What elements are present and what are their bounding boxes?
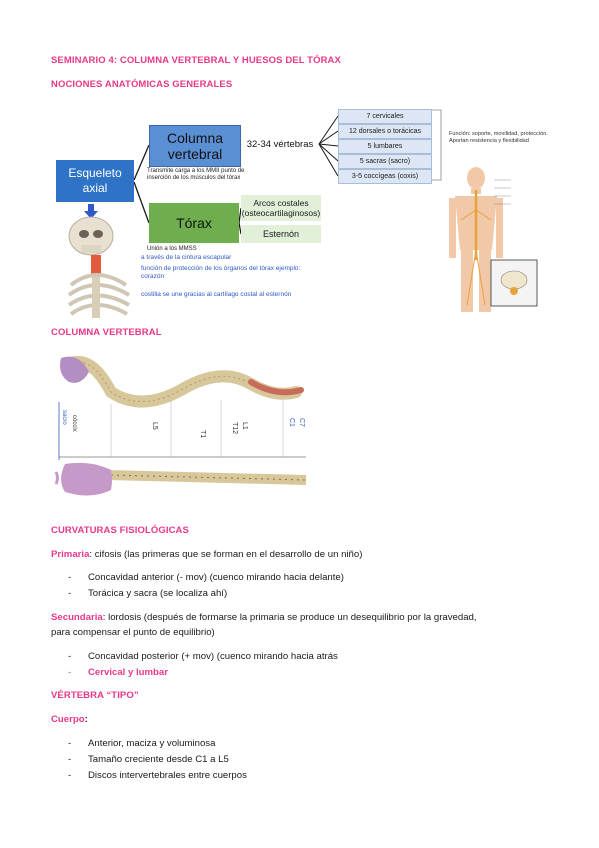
spine-label: C1 [288,418,295,427]
columna-note: Transmite carga a los MMII punto de inse… [147,168,245,181]
spine-label: T1 [199,430,206,439]
vertebra-count-item: 12 dorsales o torácicas [338,124,432,139]
box-columna-vertebral: Columna vertebral [149,125,241,167]
seminar-title: SEMINARIO 4: COLUMNA VERTEBRAL Y HUESOS … [51,55,341,66]
section-columna: COLUMNA VERTEBRAL [51,327,162,338]
section-vertebra-tipo: VÉRTEBRA “TIPO” [51,690,139,701]
box-esternon: Esternón [241,225,321,243]
spine-label: C7 [298,418,305,427]
union-note: Unión a los MMSS [147,246,197,252]
concept-diagram: Esqueleto axial Columna vertebral Tórax … [51,100,551,318]
list-item-highlight: Cervical y lumbar [88,667,168,678]
primaria-line: Primaria: cifosis (las primeras que se f… [51,548,362,561]
spine-label: L5 [151,422,158,430]
spine-label: L1 [241,422,248,430]
list-item: Tamaño creciente desde C1 a L5 [88,754,229,765]
bullet: - [68,572,72,583]
bullet: - [68,754,72,765]
box-torax: Tórax [149,203,239,243]
list-item: Torácica y sacra (se localiza ahí) [88,588,228,599]
spine-illustration: cóccix sacro T1 T12 L1 L5 C1 C7 [51,352,311,512]
label-vertebras: 32-34 vértebras [246,138,314,150]
bullet: - [68,651,72,662]
cuerpo-line: Cuerpo: [51,713,88,726]
bullet: - [68,667,72,678]
vertebra-count-item: 3-5 coccígeas (coxis) [338,169,432,184]
list-item: Concavidad posterior (+ mov) (cuenco mir… [88,651,338,662]
secundaria-text: : lordosis (después de formarse la prima… [102,612,477,623]
primaria-text: : cifosis (las primeras que se forman en… [89,549,363,560]
cuerpo-label: Cuerpo [51,714,85,725]
list-item: Anterior, maciza y voluminosa [88,738,216,749]
cuerpo-colon: : [84,714,88,725]
secundaria-line-2: para compensar el punto de equilibrio) [51,627,215,638]
blue-note: función de protección de los órganos del… [141,265,301,280]
diagram-connectors [67,109,538,318]
blue-note: costilla se une gracias al cartílago cos… [141,291,292,298]
spine-label: sacro [61,410,67,425]
box-arcos-costales: Arcos costales (osteocartilaginosos) [241,195,321,221]
secundaria-label: Secundaria [51,612,103,623]
spine-label: T12 [231,422,238,435]
human-figure-illustration [449,167,538,312]
vertebra-count-item: 5 sacras (sacro) [338,154,432,169]
bullet: - [68,738,72,749]
spine-label: cóccix [71,415,77,432]
secundaria-line: Secundaria: lordosis (después de formars… [51,611,477,624]
vertebra-count-item: 5 lumbares [338,139,432,154]
blue-note: a través de la cintura escapular [141,254,232,261]
box-esqueleto-axial: Esqueleto axial [56,160,134,202]
primaria-label: Primaria [51,549,90,560]
list-item: Discos intervertebrales entre cuerpos [88,770,247,781]
vertebra-count-item: 7 cervicales [338,109,432,124]
section-curvaturas: CURVATURAS FISIOLÓGICAS [51,525,189,536]
function-note: Función: soporte, movilidad, protección.… [449,131,548,144]
list-item: Concavidad anterior (- mov) (cuenco mira… [88,572,344,583]
bullet: - [68,770,72,781]
section-nociones: NOCIONES ANATÓMICAS GENERALES [51,79,233,90]
bullet: - [68,588,72,599]
skeleton-illustration [67,216,131,318]
